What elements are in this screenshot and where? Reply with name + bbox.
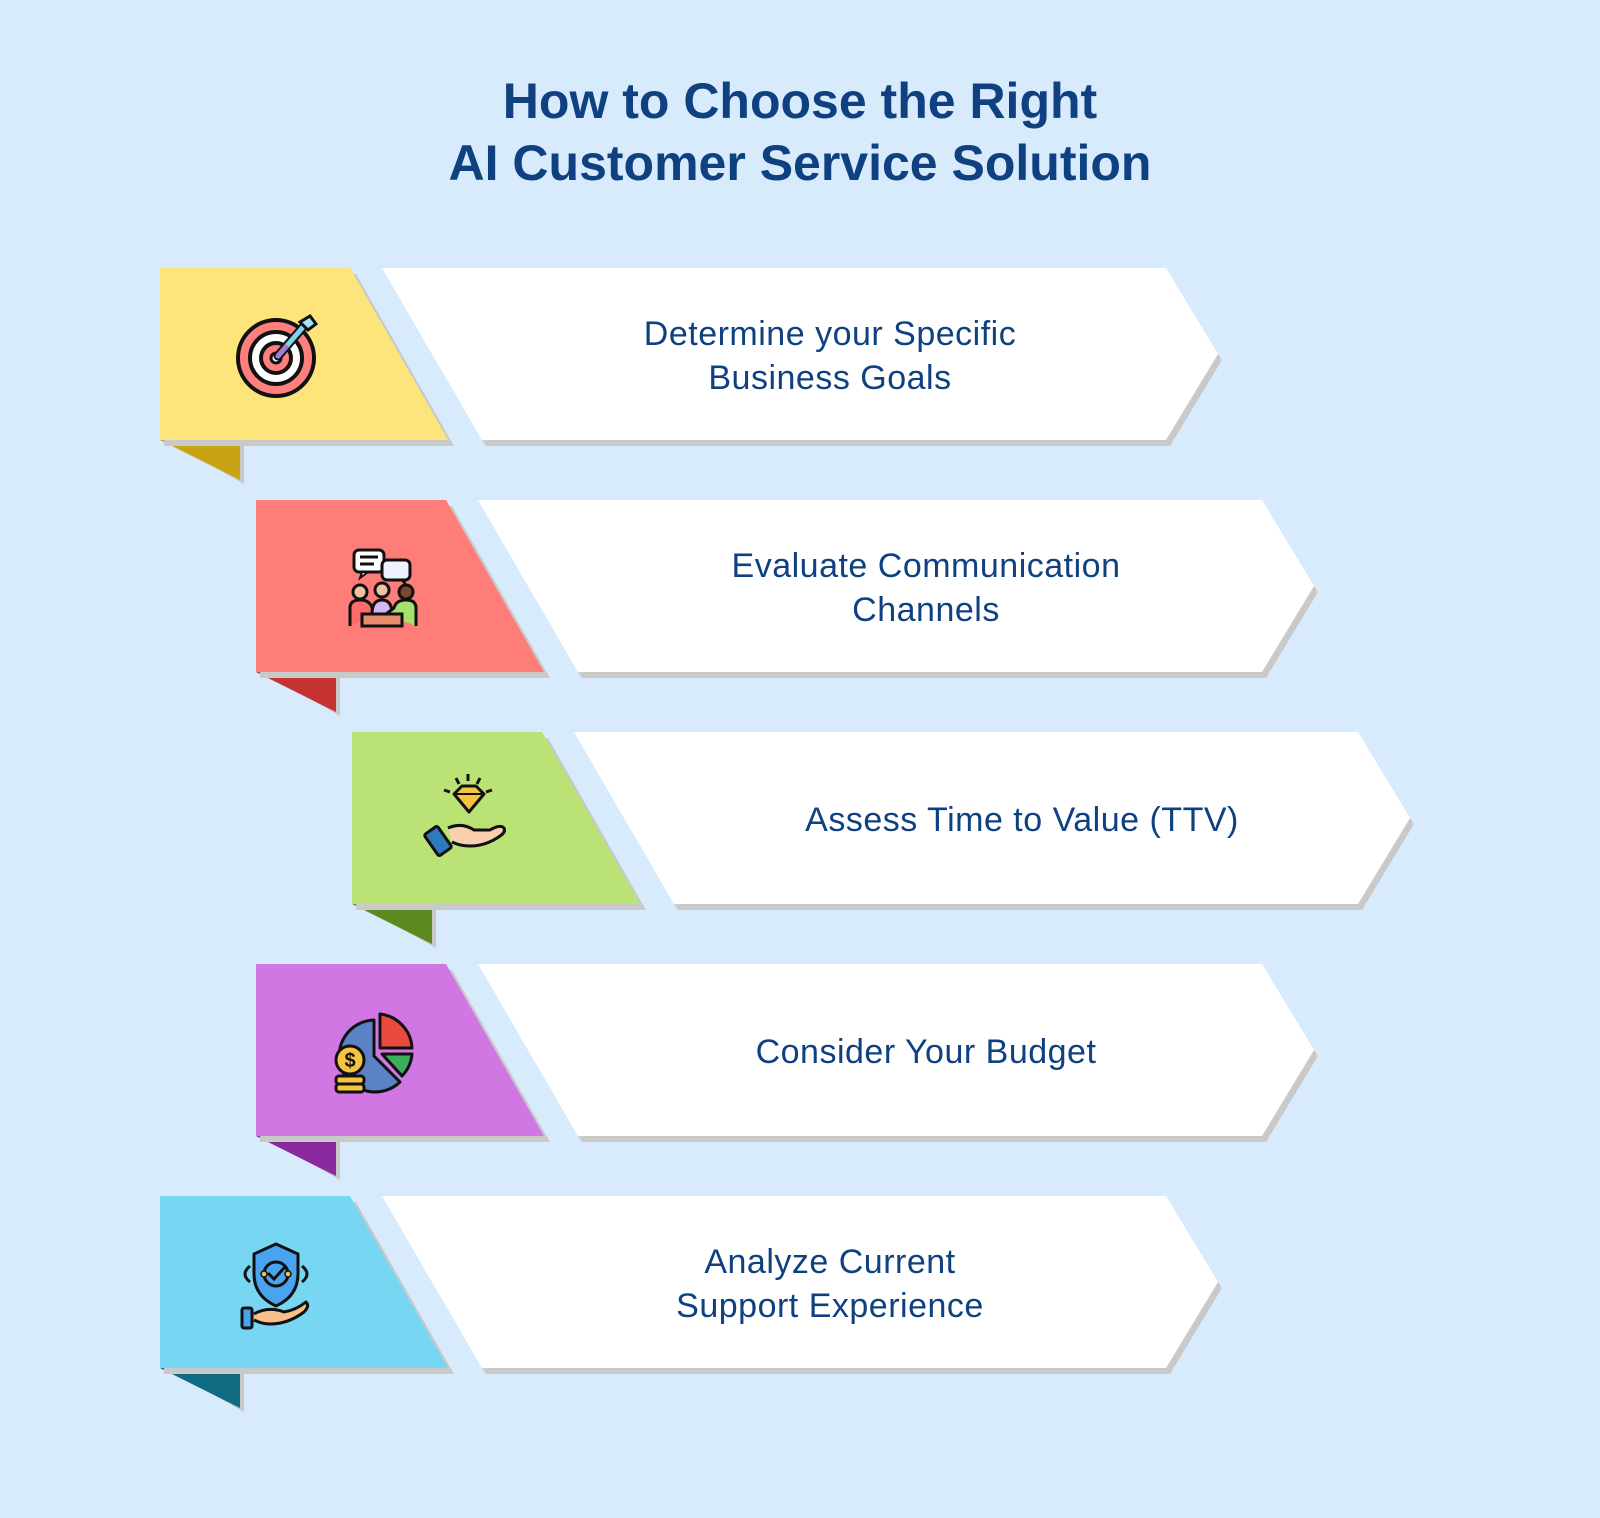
step-label-line-2: Channels xyxy=(852,590,1000,629)
step-row-3: Assess Time to Value (TTV) xyxy=(352,732,1600,962)
arrow-banner xyxy=(478,964,1314,1136)
title-line-1: How to Choose the Right xyxy=(502,73,1098,129)
arrow-banner xyxy=(382,1196,1218,1368)
step-label-line-1: Assess Time to Value (TTV) xyxy=(805,800,1239,839)
tab-colored xyxy=(352,732,640,904)
step-label: Analyze Current Support Experience xyxy=(460,1196,1200,1371)
step-label-line-2: Support Experience xyxy=(676,1286,984,1325)
page-title: How to Choose the Right AI Customer Serv… xyxy=(0,70,1600,194)
svg-text:$: $ xyxy=(344,1050,355,1072)
step-shape xyxy=(352,732,1414,948)
step-label: Determine your Specific Business Goals xyxy=(460,268,1200,443)
step-shape xyxy=(256,500,1318,716)
step-row-1: Determine your Specific Business Goals xyxy=(160,268,1460,498)
tab-fold xyxy=(160,440,240,480)
tab-fold xyxy=(256,672,336,712)
step-label-line-1: Evaluate Communication xyxy=(731,546,1121,585)
step-label-line-1: Determine your Specific xyxy=(643,314,1017,353)
hand-shield-check-icon xyxy=(226,1232,326,1332)
step-row-5: Analyze Current Support Experience xyxy=(160,1196,1460,1426)
target-dart-icon xyxy=(226,304,326,404)
step-label-line-2: Business Goals xyxy=(708,358,952,397)
step-row-2: Evaluate Communication Channels xyxy=(256,500,1556,730)
tab-fold xyxy=(256,1136,336,1176)
team-discussion-icon xyxy=(322,536,422,636)
tab-fold xyxy=(352,904,432,944)
arrow-banner xyxy=(382,268,1218,440)
budget-pie-coins-icon: $ xyxy=(322,1000,422,1100)
step-shape xyxy=(160,1196,1222,1412)
step-label: Assess Time to Value (TTV) xyxy=(652,732,1392,907)
title-line-2: AI Customer Service Solution xyxy=(448,135,1152,191)
step-label-line-1: Consider Your Budget xyxy=(755,1032,1097,1071)
tab-colored xyxy=(256,964,544,1136)
tab-fold xyxy=(160,1368,240,1408)
arrow-banner xyxy=(478,500,1314,672)
arrow-banner xyxy=(574,732,1410,904)
step-label: Evaluate Communication Channels xyxy=(556,500,1296,675)
hand-diamond-icon xyxy=(418,768,518,868)
step-shape xyxy=(256,964,1318,1180)
step-row-4: $ Consider Your Budget xyxy=(256,964,1556,1194)
step-label-line-1: Analyze Current xyxy=(704,1242,956,1281)
step-label: Consider Your Budget xyxy=(556,964,1296,1139)
